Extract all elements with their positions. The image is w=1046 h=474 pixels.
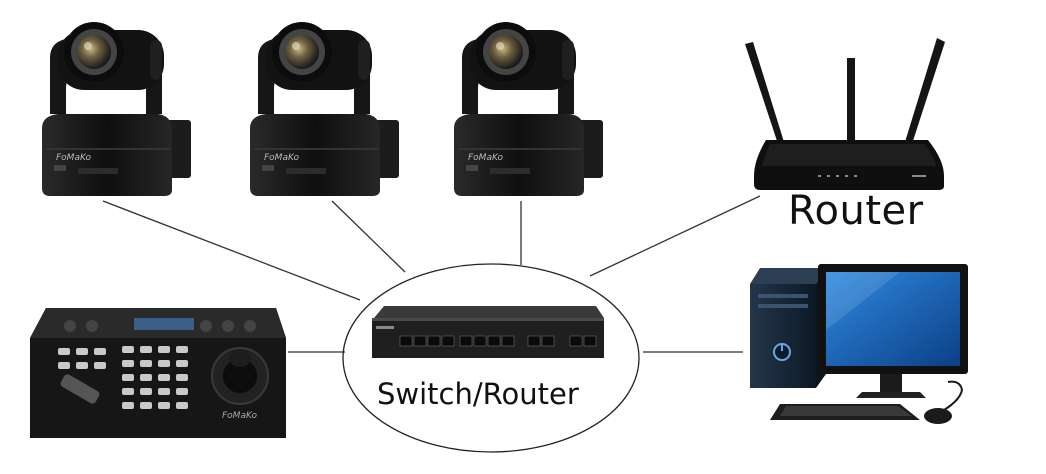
ptz-camera-1: FoMaKo — [42, 22, 191, 196]
camera-brand-text: FoMaKo — [56, 153, 92, 163]
desktop-computer — [750, 264, 968, 424]
link-router — [589, 195, 761, 277]
keyboard-brand-text: FoMaKo — [222, 411, 258, 421]
router-antenna-left — [745, 42, 784, 144]
network-switch — [372, 306, 604, 358]
switch-router-label: Switch/Router — [377, 377, 579, 411]
ptz-keyboard-controller: FoMaKo — [30, 308, 286, 438]
link-camera-2 — [331, 200, 406, 273]
router-label: Router — [788, 188, 924, 234]
link-camera-1 — [102, 200, 361, 301]
camera-brand-text: FoMaKo — [264, 153, 300, 163]
router-antenna-right — [905, 38, 945, 144]
switch-ellipse — [342, 263, 640, 453]
connection-lines — [102, 195, 761, 353]
camera-brand-text: FoMaKo — [468, 153, 504, 163]
ptz-camera-2: FoMaKo — [250, 22, 399, 196]
router-antenna-middle — [847, 58, 855, 142]
wifi-router — [745, 38, 945, 190]
ptz-camera-3: FoMaKo — [454, 22, 603, 196]
